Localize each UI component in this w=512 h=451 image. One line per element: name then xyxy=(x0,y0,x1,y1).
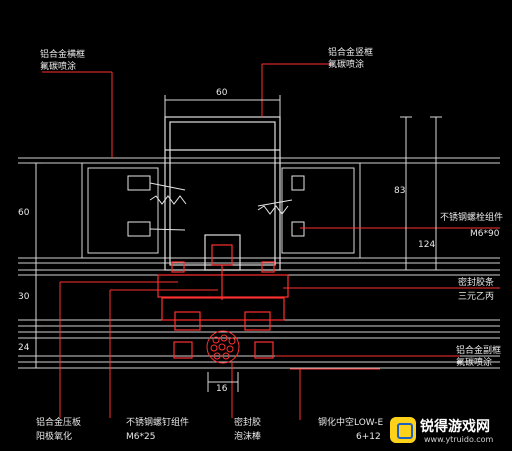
dim-right-124: 124 xyxy=(418,240,436,250)
label-bottom-1-b: 阳极氧化 xyxy=(36,432,73,442)
pressure-plate xyxy=(157,244,289,359)
label-bottom-1-a: 铝合金压板 xyxy=(36,418,82,428)
label-right-low-2: 氟碳喷涂 xyxy=(456,358,493,368)
label-right-mid-2: M6*90 xyxy=(470,229,500,239)
label-top-right-2: 氟碳喷涂 xyxy=(328,60,365,70)
mullion xyxy=(164,116,281,271)
watermark-title: 锐得游戏网 xyxy=(420,419,490,435)
label-right-low-1: 铝合金副框 xyxy=(456,346,502,356)
label-bottom-3-a: 密封胶 xyxy=(234,418,262,428)
label-bottom-4-b: 6+12 xyxy=(356,432,381,442)
dim-left-24: 24 xyxy=(18,343,30,353)
game-logo-icon xyxy=(390,417,416,443)
dim-left-60: 60 xyxy=(18,208,30,218)
dim-right-83: 83 xyxy=(394,186,406,196)
label-right-mid-1: 不锈钢螺栓组件 xyxy=(440,213,504,223)
foam-rod xyxy=(206,330,240,364)
label-bottom-2-a: 不锈钢螺钉组件 xyxy=(126,418,190,428)
label-bottom-2-b: M6*25 xyxy=(126,432,156,442)
label-right-seal-1: 密封胶条 xyxy=(458,278,495,288)
horizontal-members xyxy=(18,157,500,369)
watermark: 锐得游戏网 www.ytruido.com xyxy=(388,414,512,451)
label-top-right-1: 铝合金竖框 xyxy=(328,48,374,58)
dimension-lines xyxy=(30,95,442,392)
transom-box xyxy=(81,162,361,259)
bolts xyxy=(127,175,305,237)
dim-bottom-width: 16 xyxy=(216,384,228,394)
label-bottom-3-b: 泡沫棒 xyxy=(234,432,262,442)
watermark-url: www.ytruido.com xyxy=(424,435,494,444)
label-bottom-4-a: 钢化中空LOW-E xyxy=(318,418,384,428)
leader-lines xyxy=(42,63,500,420)
dim-top-width: 60 xyxy=(216,88,228,98)
label-top-left-2: 氟碳喷涂 xyxy=(40,62,77,72)
dim-left-30: 30 xyxy=(18,292,30,302)
label-top-left-1: 铝合金横框 xyxy=(40,50,86,60)
label-right-seal-2: 三元乙丙 xyxy=(458,292,495,302)
